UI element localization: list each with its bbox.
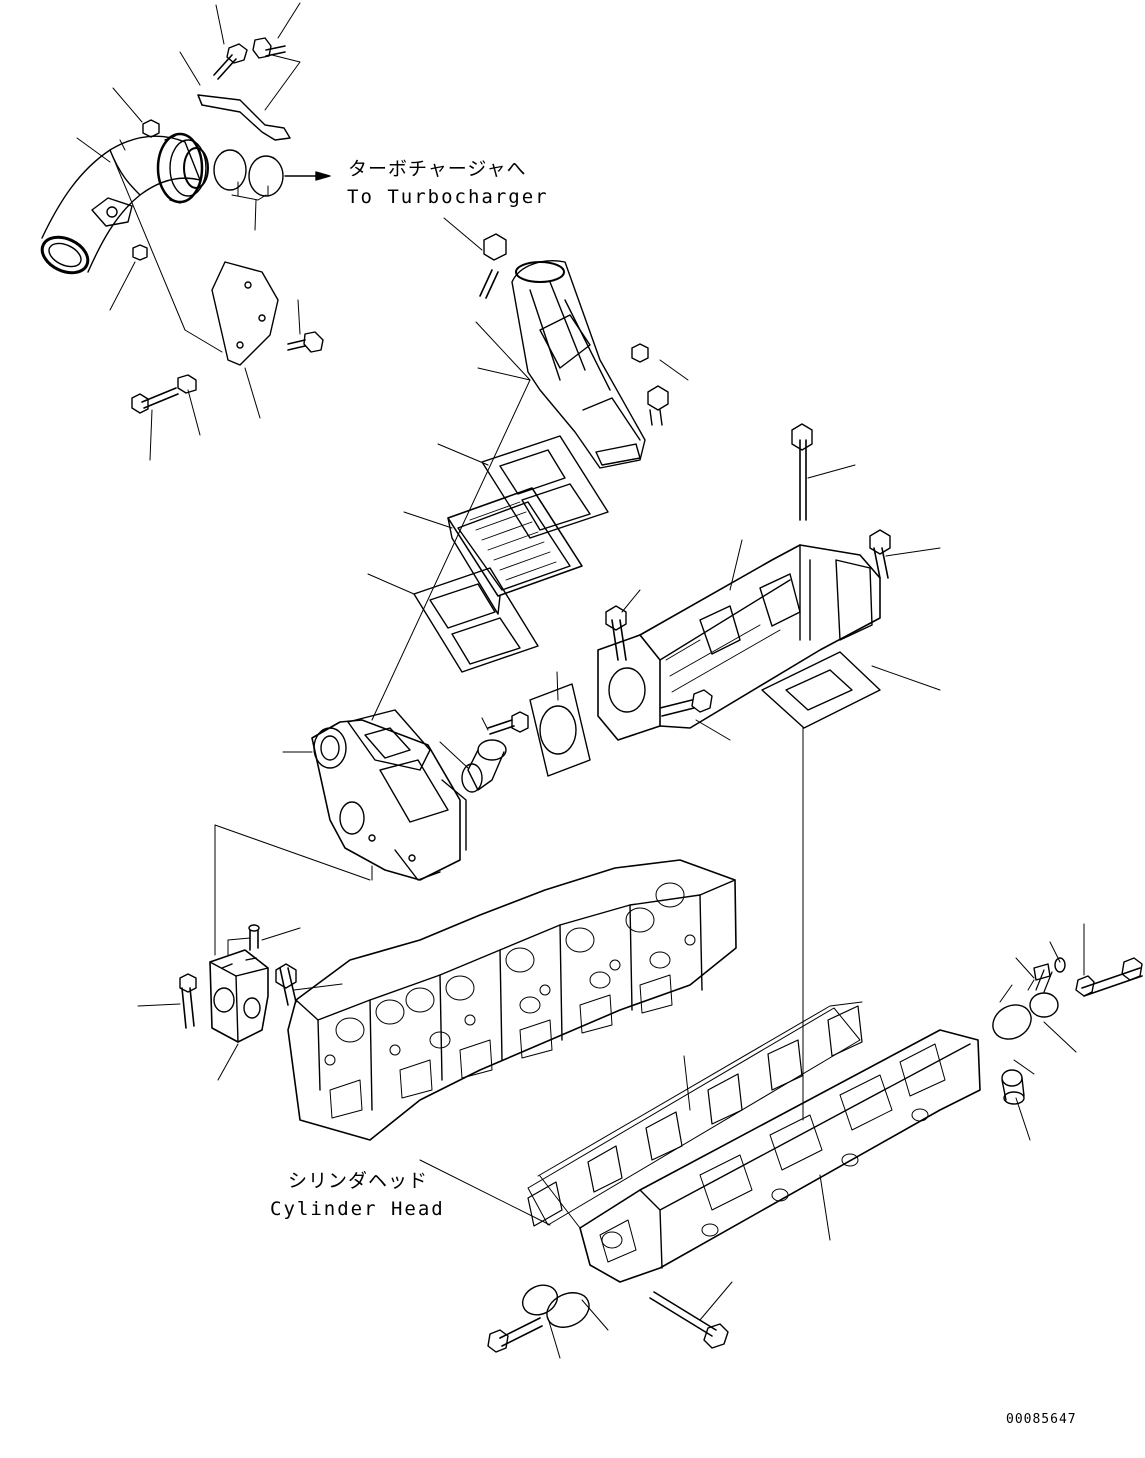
intake-manifold-assembly — [420, 924, 1142, 1358]
egr-pipe-assembly — [598, 424, 940, 1120]
intake-connector-assembly — [215, 218, 688, 955]
cylinder-head — [288, 860, 736, 1140]
intake-elbow-assembly — [36, 3, 330, 460]
mounting-bracket — [138, 925, 342, 1080]
turbocharger-label-jp: ターボチャージャへ — [348, 158, 527, 180]
drawing-number: 00085647 — [1006, 1412, 1077, 1427]
cylinder-head-label-jp: シリンダヘッド — [288, 1170, 429, 1192]
cylinder-head-label-en: Cylinder Head — [270, 1198, 445, 1220]
turbocharger-label-en: To Turbocharger — [347, 186, 549, 208]
